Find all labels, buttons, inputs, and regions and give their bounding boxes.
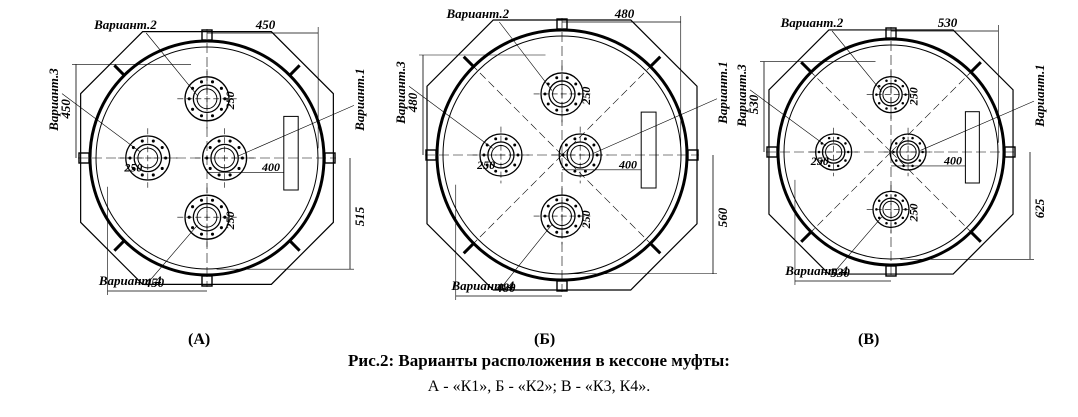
label-variant-2: Вариант.2: [780, 15, 844, 30]
bracket: [283, 115, 299, 191]
dim-left: 480: [405, 92, 420, 113]
flange-variant-1: [551, 126, 609, 184]
dim-250-bottom: 250: [579, 210, 593, 229]
flange-variant-4: [533, 187, 591, 245]
dim-left: 450: [58, 99, 73, 120]
dim-250-left: 250: [810, 154, 829, 168]
caisson-octagon: [80, 31, 334, 285]
drawing-canvas: 450450450515400250250250Вариант.2Вариант…: [46, 6, 1047, 300]
flange-variant-1: [883, 127, 933, 177]
caisson-panel-0: 450 450 450 515 400 250 250 250 Вариант.2Вариант…: [46, 17, 367, 295]
dim-400: 400: [943, 154, 962, 168]
label-variant-3: Вариант.3: [734, 64, 749, 128]
label-variant-2: Вариант.2: [446, 6, 510, 21]
dim-250-top: 250: [906, 87, 920, 106]
flange-variant-4: [177, 187, 237, 247]
panel-a-label: (А): [188, 331, 211, 348]
flange-variant-3: [472, 126, 530, 184]
caisson-panel-1: 480 480 480 560 400 250 250 250 Вариант.2Вариант…: [393, 6, 730, 300]
dim-left: 530: [746, 94, 761, 114]
figure-caption-title: Рис.2: Варианты расположения в кессоне м…: [348, 351, 730, 370]
dim-400: 400: [261, 160, 280, 174]
figure-caption-legend: А - «К1», Б - «К2»; В - «К3, К4».: [427, 378, 651, 395]
dim-250-bottom: 250: [223, 211, 237, 230]
bracket: [964, 111, 980, 184]
label-variant-4: Вариант.4: [784, 263, 848, 278]
bracket: [640, 111, 657, 189]
label-variant-1: Вариант.1: [352, 68, 367, 132]
dim-bottom: 480: [495, 280, 516, 295]
dim-top: 480: [614, 6, 635, 21]
flange-variant-4: [866, 185, 916, 234]
caisson-panel-2: 530 530 530 625 400 250 250 250 Вариант.2Вариант…: [734, 15, 1047, 285]
dim-400: 400: [618, 158, 637, 172]
caisson-octagon: [768, 29, 1014, 275]
flange-variant-2: [533, 65, 591, 123]
dim-top: 530: [938, 15, 958, 30]
dim-250-bottom: 250: [906, 203, 920, 222]
dim-right: 560: [715, 207, 730, 227]
label-variant-4: Вариант.4: [98, 273, 162, 288]
label-variant-1: Вариант.1: [1032, 64, 1047, 128]
flange-variant-2: [177, 69, 237, 129]
dim-250-left: 250: [476, 158, 495, 172]
dim-bottom: 450: [144, 275, 165, 290]
flange-variant-1: [194, 128, 255, 188]
dim-bottom: 530: [830, 265, 850, 280]
label-variant-3: Вариант.3: [46, 68, 61, 132]
panel-b-label: (Б): [534, 331, 556, 348]
dim-right: 625: [1032, 198, 1047, 218]
flange-variant-3: [118, 128, 178, 188]
dim-250-top: 250: [579, 87, 593, 106]
flange-variant-3: [809, 127, 858, 177]
dim-250-left: 250: [123, 160, 142, 174]
dim-right: 515: [352, 206, 367, 226]
dim-top: 450: [255, 17, 276, 32]
label-variant-1: Вариант.1: [715, 61, 730, 125]
label-variant-4: Вариант.4: [450, 278, 514, 293]
label-variant-2: Вариант.2: [93, 17, 157, 32]
dim-250-top: 250: [223, 91, 237, 110]
caisson-octagon: [426, 19, 698, 291]
panel-c-label: (В): [858, 331, 880, 348]
flange-variant-2: [866, 70, 916, 119]
label-variant-3: Вариант.3: [393, 61, 408, 125]
